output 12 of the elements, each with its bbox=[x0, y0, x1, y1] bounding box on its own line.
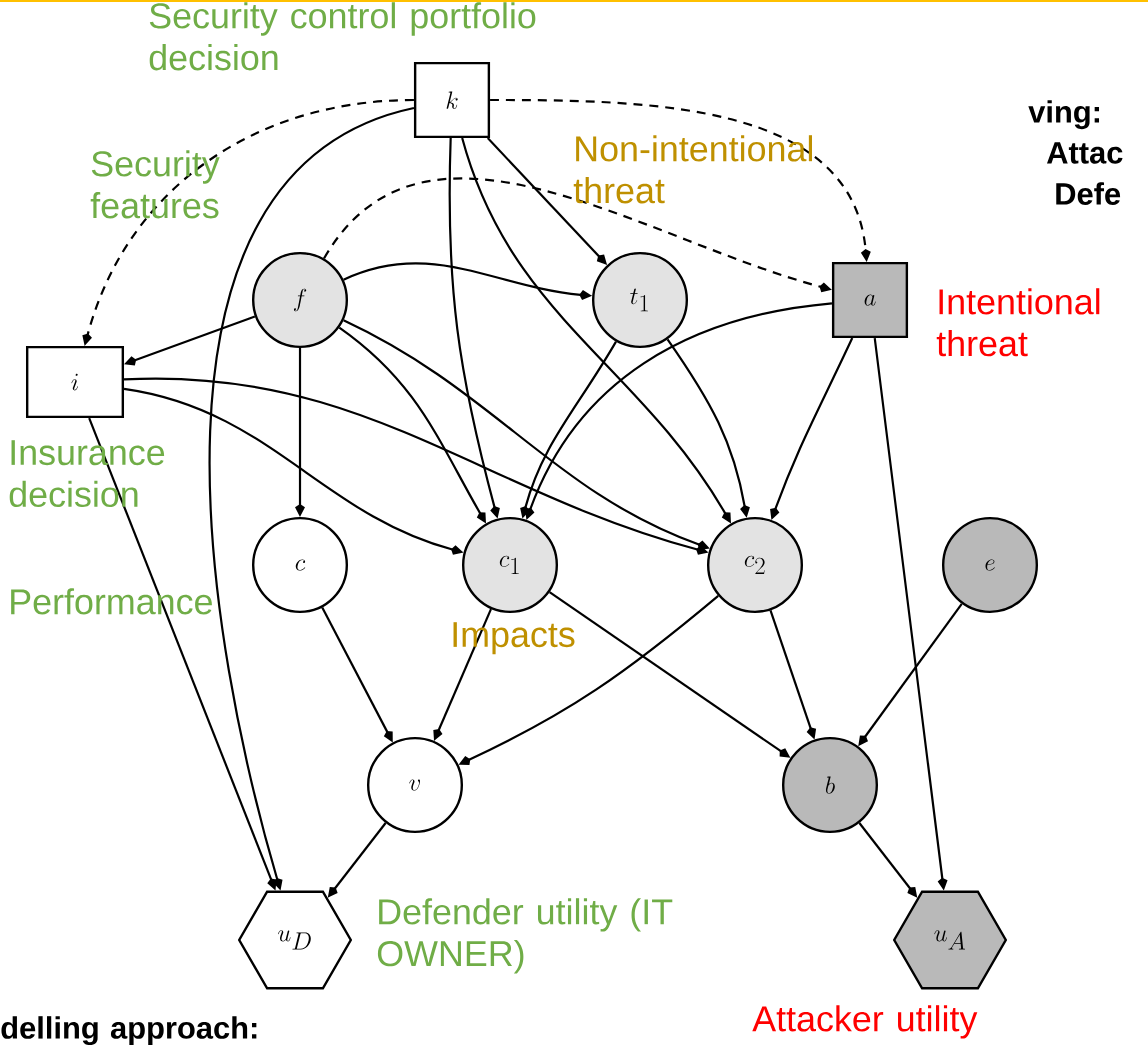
decision-box: $i$ bbox=[26, 345, 125, 419]
node-caption: Defender utility (IT OWNER) bbox=[377, 898, 673, 974]
heading-fragment: Defe bbox=[1056, 182, 1121, 205]
decision-box: $k$ bbox=[413, 61, 491, 139]
node-caption: Non-intentional threat bbox=[573, 135, 812, 204]
node-caption: Security features bbox=[90, 150, 220, 219]
node-caption: Intentional threat bbox=[936, 288, 1100, 357]
decision-box: $a$ bbox=[831, 261, 909, 339]
heading-fragment: Attac bbox=[1046, 142, 1123, 164]
node-caption: Attacker utility bbox=[752, 1005, 978, 1039]
heading-fragment: delling approach: bbox=[1, 1016, 257, 1046]
heading-fragment: ving: bbox=[1028, 100, 1099, 130]
